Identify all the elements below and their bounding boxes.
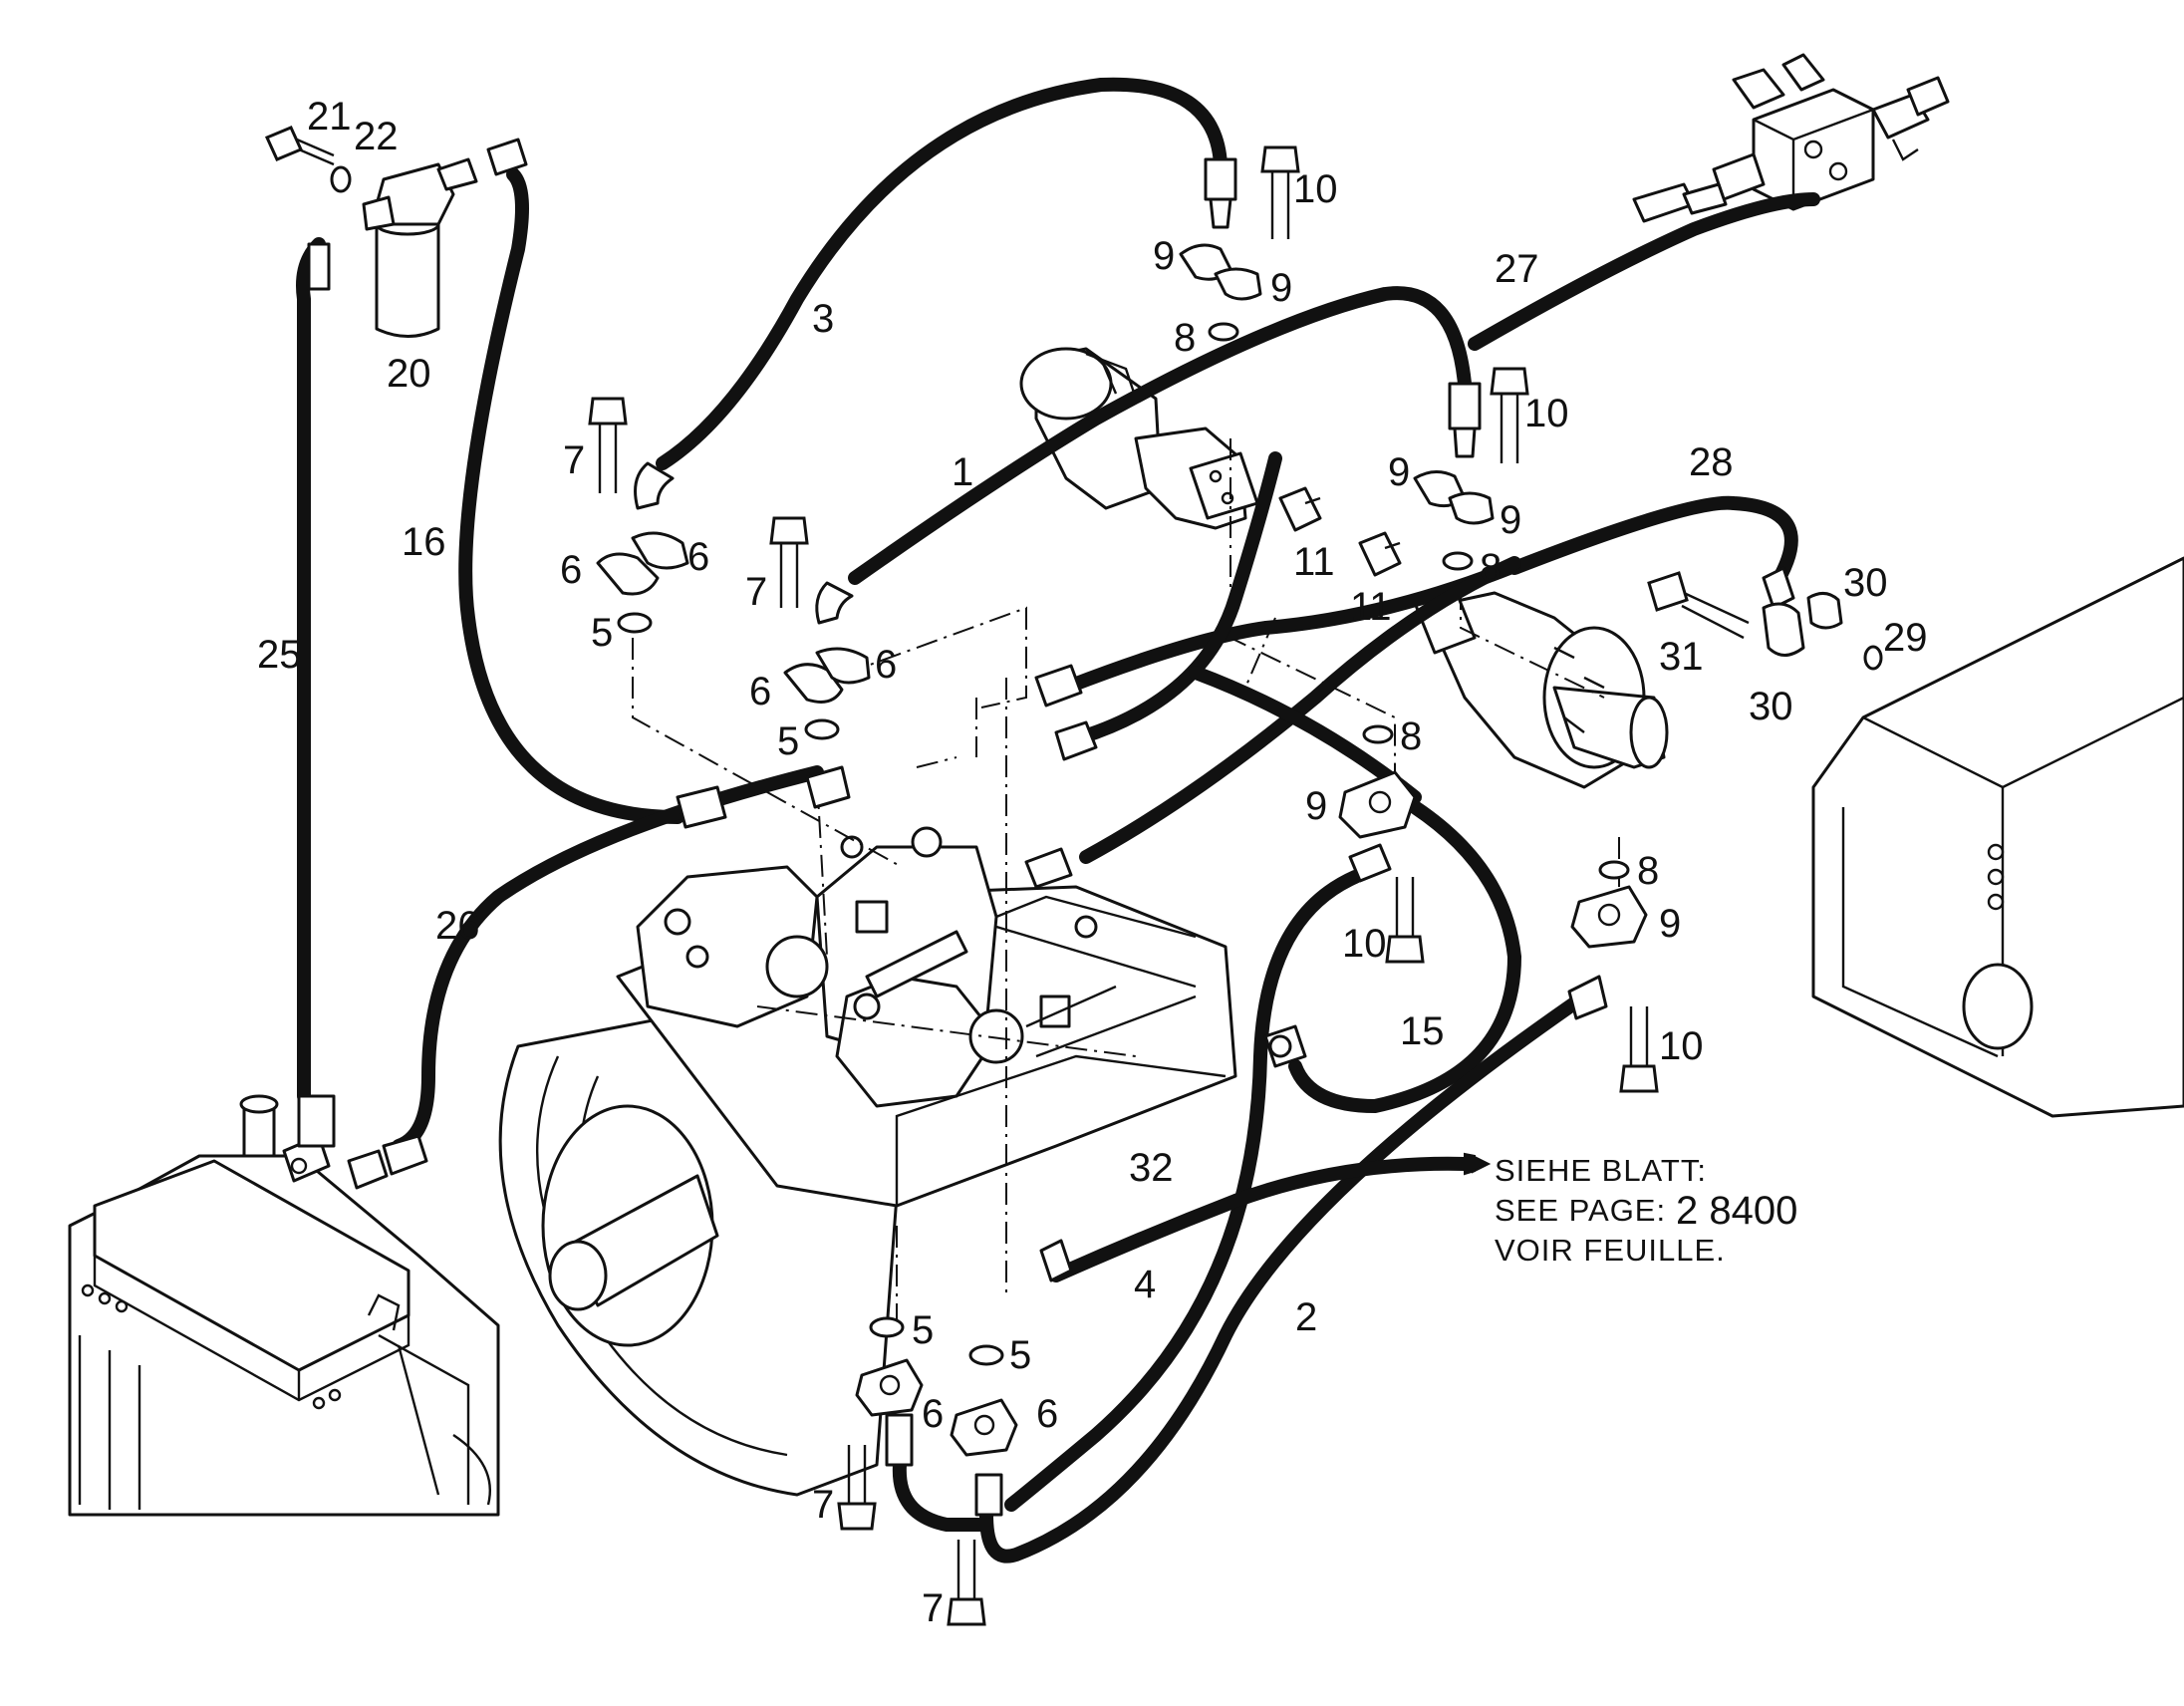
hydraulic-tank [1811, 556, 2184, 1118]
callout-6c: 6 [749, 670, 771, 713]
hose-26 [392, 765, 824, 1153]
callout-8d: 8 [1637, 849, 1659, 893]
callout-9c: 9 [1388, 450, 1410, 494]
callout-26: 26 [435, 904, 480, 948]
hose-1 [848, 286, 1472, 585]
callout-10b: 10 [1524, 392, 1569, 435]
callout-5b: 5 [777, 719, 799, 763]
callout-9a: 9 [1153, 234, 1175, 278]
callout-2: 2 [1295, 1295, 1317, 1339]
washer-22 [330, 165, 352, 193]
note-line-de: SIEHE BLATT: [1495, 1153, 1707, 1188]
callout-5c: 5 [912, 1308, 934, 1352]
rotary-joint-lower [1413, 586, 1669, 789]
callout-7b: 7 [745, 570, 767, 614]
callout-11b: 11 [1350, 585, 1392, 629]
callout-15: 15 [1400, 1009, 1445, 1053]
callout-6f: 6 [1036, 1392, 1058, 1436]
callout-1: 1 [952, 450, 973, 494]
callout-6d: 6 [875, 643, 897, 687]
reference-page-number: 2 8400 [1676, 1189, 1797, 1233]
hose-lower-left [892, 1458, 993, 1532]
callout-21: 21 [307, 95, 352, 139]
page-reference-note: SIEHE BLATT: SEE PAGE: VOIR FEUILLE. 2 8… [1495, 1153, 1797, 1268]
hose-4 [1004, 870, 1362, 1512]
callout-6b: 6 [687, 535, 709, 579]
callout-8c: 8 [1400, 714, 1422, 758]
bolt-21 [264, 126, 335, 166]
callout-27: 27 [1495, 247, 1539, 291]
callout-3: 3 [812, 297, 834, 341]
callout-28: 28 [1689, 440, 1734, 484]
hose-32 [1049, 1156, 1472, 1282]
hose-lower-1 [1064, 559, 1521, 693]
rotary-joint-upper [1019, 347, 1259, 530]
hose-lower-3 [1079, 556, 1521, 864]
note-line-fr: VOIR FEUILLE. [1495, 1233, 1726, 1268]
callout-7c: 7 [812, 1483, 834, 1527]
oil-cooler [68, 1094, 500, 1517]
main-pump-assembly [498, 826, 1237, 1497]
callout-labels: 1 2 3 4 5 5 5 5 6 6 6 6 6 6 7 7 7 7 8 8 … [257, 95, 1928, 1630]
callout-5a: 5 [591, 611, 613, 655]
callout-6e: 6 [922, 1392, 944, 1436]
callout-22: 22 [354, 115, 399, 158]
callout-31: 31 [1659, 635, 1704, 679]
callout-8b: 8 [1480, 546, 1502, 590]
hose-28 [1507, 495, 1798, 595]
return-filter [362, 157, 478, 338]
callout-9e: 9 [1305, 784, 1327, 828]
callout-7d: 7 [922, 1586, 944, 1630]
reference-arrow [1464, 1152, 1492, 1176]
assembly-center-lines [632, 438, 1620, 1325]
callout-30a: 30 [1843, 561, 1888, 605]
callout-25: 25 [257, 633, 302, 677]
hose-16 [458, 167, 684, 824]
hoses [296, 77, 1820, 1564]
callout-10d: 10 [1659, 1024, 1704, 1068]
callout-5d: 5 [1009, 1333, 1031, 1377]
callout-10a: 10 [1293, 167, 1338, 211]
hose-2 [979, 990, 1591, 1564]
hose-fittings [297, 138, 1795, 1517]
callout-7a: 7 [563, 438, 585, 482]
callout-32: 32 [1129, 1146, 1174, 1190]
note-line-en: SEE PAGE: [1495, 1193, 1666, 1228]
callout-9b: 9 [1270, 266, 1292, 310]
bolts-and-flanges [588, 145, 1883, 1626]
callout-11a: 11 [1293, 540, 1335, 584]
callout-30b: 30 [1749, 685, 1793, 728]
callout-20: 20 [387, 352, 431, 396]
callout-9d: 9 [1500, 498, 1521, 542]
callout-10c: 10 [1342, 922, 1387, 966]
hose-3 [656, 77, 1228, 470]
callout-4: 4 [1134, 1263, 1156, 1306]
callout-9f: 9 [1659, 902, 1681, 946]
callout-29: 29 [1883, 616, 1928, 660]
callout-16: 16 [402, 520, 446, 564]
hose-15 [1288, 800, 1521, 1113]
hose-27 [1468, 192, 1820, 351]
callout-8a: 8 [1174, 316, 1196, 360]
control-valve-block [1712, 53, 1950, 211]
callout-6a: 6 [560, 548, 582, 592]
hose-lower-2 [1074, 451, 1282, 744]
hose-25 [296, 237, 326, 1103]
